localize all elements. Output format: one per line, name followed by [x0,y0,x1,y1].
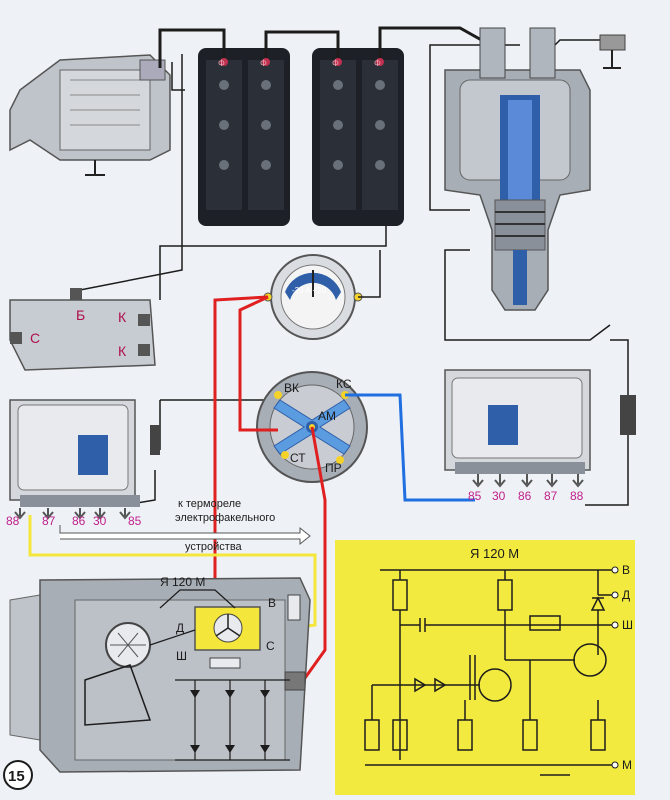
generator-terminal-c: С [266,639,275,653]
regulator-terminal-c: С [30,330,40,346]
right-relay [444,369,636,474]
ammeter [263,254,363,340]
right-relay-pin: 86 [518,489,532,503]
regulator-terminal-k: К [118,309,127,325]
blue-wire [345,393,475,502]
left-relay-pin: 85 [128,514,142,528]
figure-number: 15 [8,768,25,785]
schematic-panel [335,540,635,795]
battery-wires [158,26,486,68]
note-line: электрофакельного [175,512,275,524]
generator-terminal-d: Д [176,621,184,635]
schematic-terminal-d: Д [622,588,630,602]
schematic-terminals [611,566,619,769]
ignition-pr: ПР [325,461,342,475]
generator-title: Я 120 М [160,575,205,589]
red-wire-generator [298,426,327,686]
ignition-ks: КС [336,377,352,391]
battery-left [198,48,290,226]
left-relay-pin: 87 [42,514,56,528]
dark-wire-ammeter [358,250,381,298]
battery-terminal-label: Ф [260,58,267,68]
regulator-terminal-k: К [118,343,127,359]
battery-terminal-label: Ф [332,58,339,68]
right-relay-pins [472,474,584,488]
thermo-arrow [59,525,311,546]
battery-terminal-label: Ф [218,58,225,68]
generator-terminal-v: В [268,596,276,610]
right-relay-pin: 88 [570,489,584,503]
schematic-title: Я 120 М [470,546,519,561]
left-relay-pin: 30 [93,514,107,528]
generator-wires [149,589,290,761]
note-line: устройства [185,541,243,553]
ignition-vk: ВК [284,381,299,395]
figure-number-badge [3,760,33,790]
generator-terminal-sh: Ш [176,649,187,663]
ammeter-scale: -20 A +20 [292,286,327,295]
regulator-terminal-b: Б [76,307,85,323]
ignition-am: АМ [318,409,336,423]
left-relay-pin: 86 [72,514,86,528]
schematic-terminal-v: В [622,563,630,577]
right-relay-pin: 85 [468,489,482,503]
solenoid-assembly [444,27,626,311]
left-relay-pin: 88 [6,514,20,528]
right-relay-pin: 87 [544,489,558,503]
starter-motor [9,54,171,176]
note-line: к термореле [178,498,241,510]
battery-right [312,48,404,226]
schematic-circuit [364,569,615,776]
battery-terminal-label: Ф [374,58,381,68]
right-relay-pin: 30 [492,489,506,503]
schematic-terminal-sh: Ш [622,618,633,632]
left-relay-pins [14,508,131,520]
ignition-st: СТ [290,451,306,465]
red-wire-ammeter [238,295,278,432]
left-relay [9,399,160,507]
schematic-terminal-m: М [622,758,632,772]
regulator-relay [9,288,156,371]
